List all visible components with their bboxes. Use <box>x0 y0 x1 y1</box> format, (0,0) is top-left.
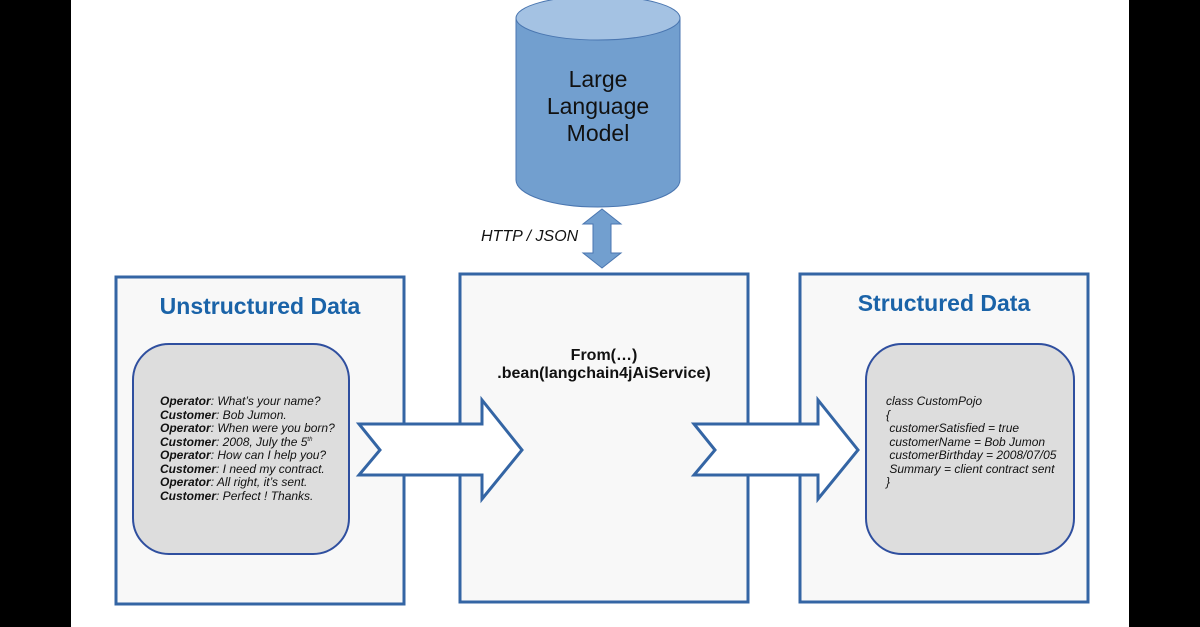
dialog-line: Customer: Perfect ! Thanks. <box>160 488 335 504</box>
structured-data-title: Structured Data <box>857 290 1031 316</box>
dialog-message: : How can I help you? <box>210 448 327 462</box>
processor-text: From(…) .bean(langchain4jAiService) <box>460 347 748 383</box>
unstructured-data-title: Unstructured Data <box>159 293 361 319</box>
dialog-line: Operator: How can I help you? <box>160 448 335 463</box>
dialog-speaker: Operator <box>160 448 211 462</box>
code-line: customerName = Bob Jumon <box>886 434 1046 449</box>
dialog-speaker: Operator <box>160 475 211 489</box>
processor-line-bean: .bean(langchain4jAiService) <box>497 365 711 382</box>
dialog-speaker: Customer <box>160 407 217 422</box>
dialog-line: Operator: When were you born? <box>160 421 335 436</box>
http-json-label: HTTP / JSON <box>481 228 579 245</box>
code-line: customerSatisfied = true <box>886 421 1020 435</box>
dialog-line: Operator: What’s your name? <box>160 394 335 409</box>
code-line: class CustomPojo <box>886 394 983 408</box>
dialog-superscript: th <box>307 436 313 443</box>
bidirectional-arrow-icon <box>581 208 623 269</box>
dialog-line: Operator: All right, it’s sent. <box>160 475 335 490</box>
llm-label-line: Large <box>568 66 628 92</box>
pojo-code: class CustomPojo { customerSatisfied = t… <box>886 394 1057 490</box>
code-line: { <box>886 407 891 422</box>
dialog-message: : Perfect ! Thanks. <box>216 488 314 503</box>
dialog-message: : I need my contract. <box>216 461 325 476</box>
dialog-bubble <box>132 343 350 555</box>
dialog-message: : 2008, July the 5 <box>216 434 308 449</box>
llm-label: Large Language Model <box>516 66 680 147</box>
dialog-transcript: Operator: What’s your name? Customer: Bo… <box>160 394 335 504</box>
processor-line-from: From(…) <box>570 347 638 364</box>
dialog-speaker: Customer <box>160 434 217 449</box>
dialog-message: : All right, it’s sent. <box>210 475 308 489</box>
code-line: Summary = client contract sent <box>886 461 1055 476</box>
dialog-speaker: Customer <box>160 461 217 476</box>
llm-cylinder-icon <box>515 0 681 208</box>
dialog-speaker: Operator <box>160 394 211 408</box>
dialog-message: : When were you born? <box>210 421 335 435</box>
dialog-speaker: Customer <box>160 488 217 503</box>
pojo-bubble <box>865 343 1075 555</box>
llm-label-line: Model <box>566 120 630 146</box>
right-arrow-icon <box>690 395 860 504</box>
dialog-speaker: Operator <box>160 421 211 435</box>
dialog-message: : Bob Jumon. <box>216 407 287 422</box>
dialog-message: : What’s your name? <box>210 394 321 408</box>
dialog-line: Customer: I need my contract. <box>160 461 335 477</box>
dialog-line: Customer: Bob Jumon. <box>160 407 335 423</box>
code-line: } <box>886 475 891 489</box>
code-line: customerBirthday = 2008/07/05 <box>886 448 1057 462</box>
llm-label-line: Language <box>546 93 650 119</box>
right-arrow-icon <box>355 395 524 504</box>
dialog-line: Customer: 2008, July the 5th <box>160 434 335 450</box>
